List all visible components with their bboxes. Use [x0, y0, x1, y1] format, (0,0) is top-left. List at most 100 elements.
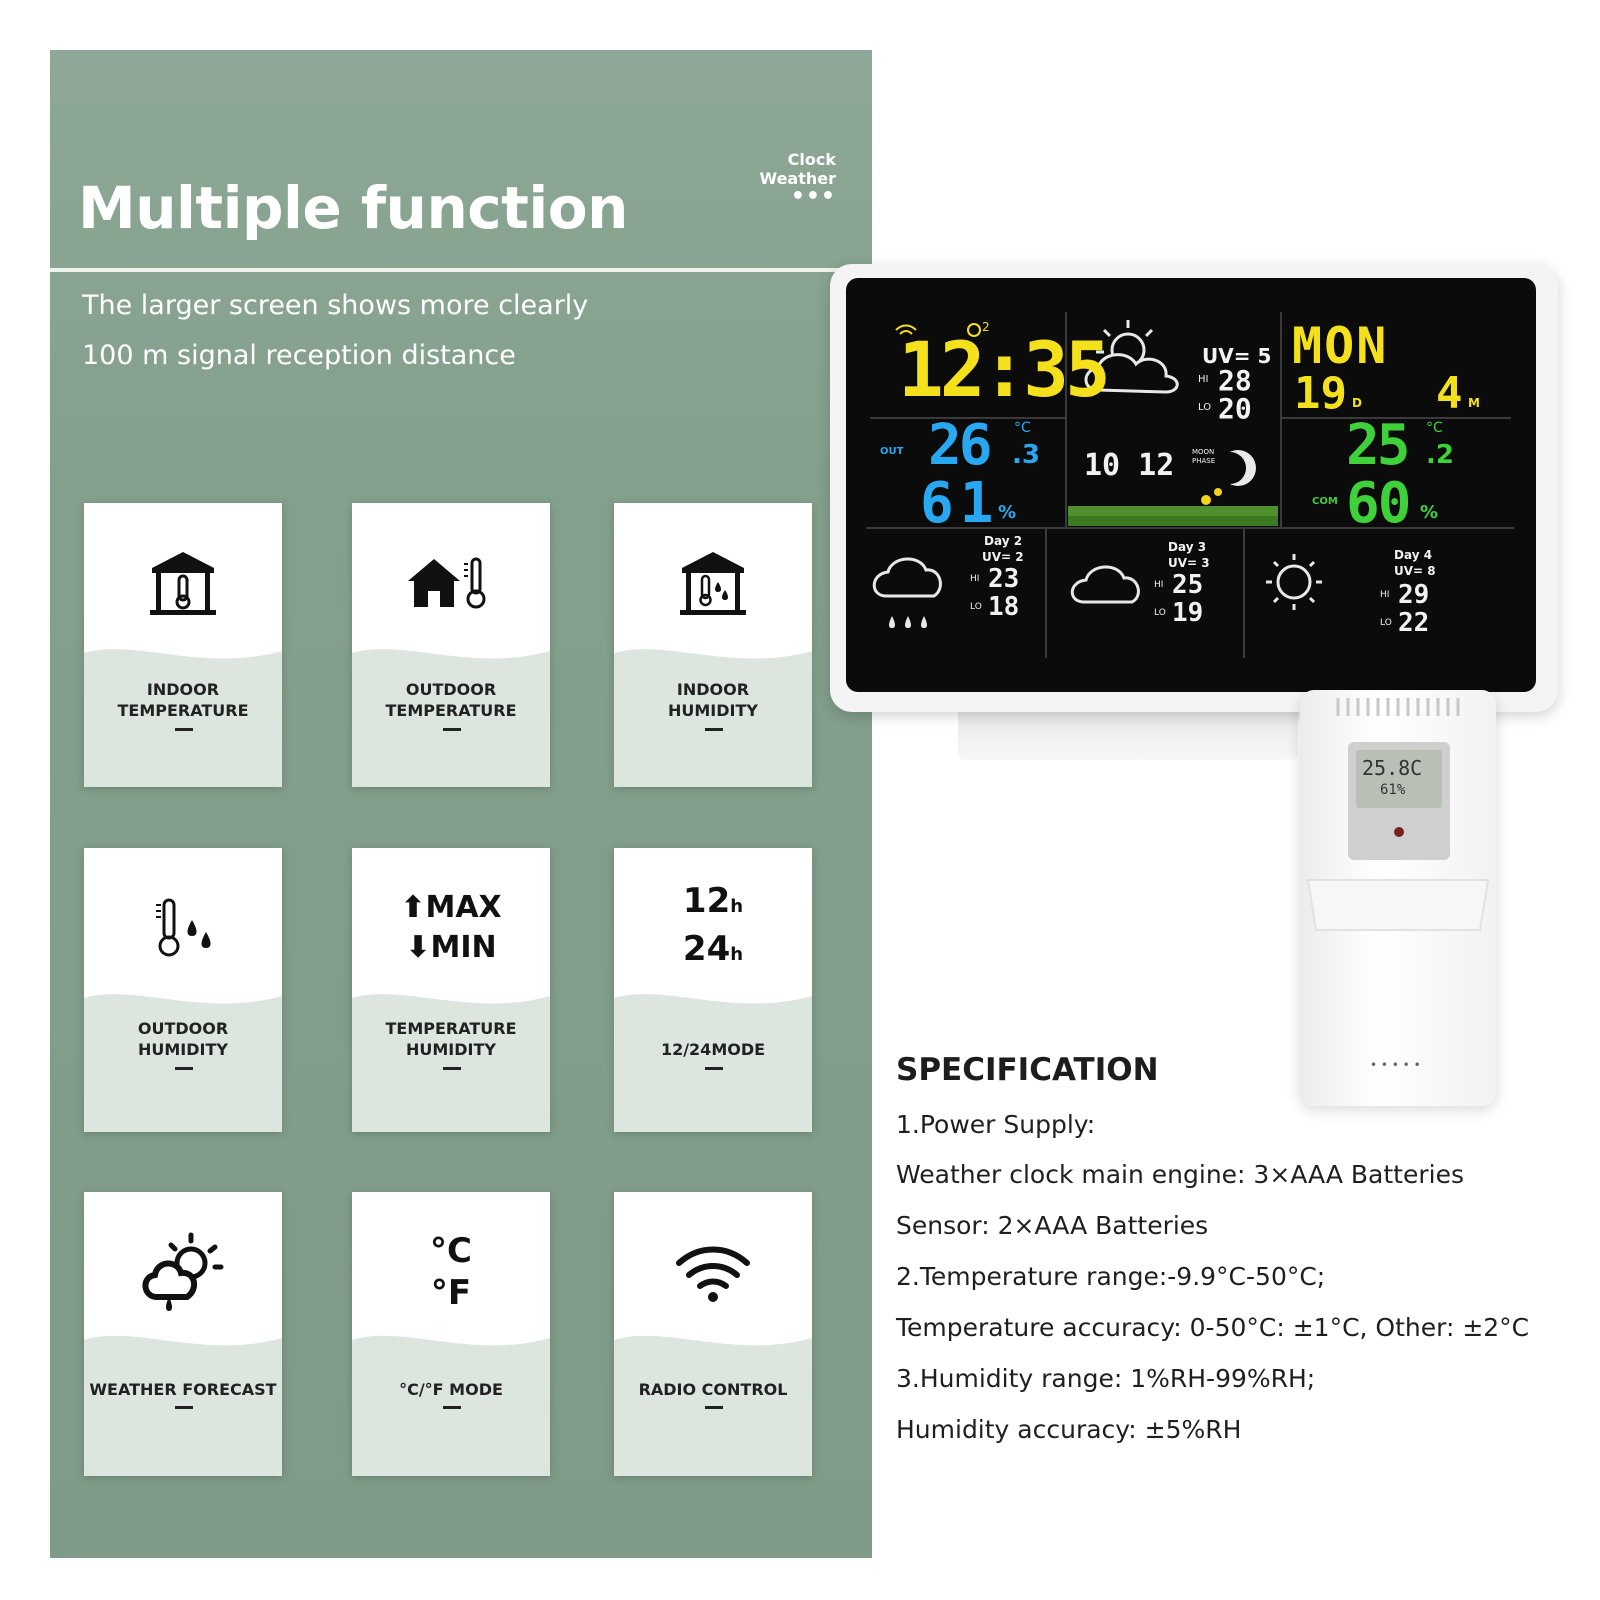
day3-lo: 19 [1172, 598, 1204, 628]
card-dash [705, 1406, 723, 1409]
card-dash [175, 1406, 193, 1409]
hour-unit: h [730, 944, 744, 965]
spec-line: Humidity accuracy: ±5%RH [896, 1415, 1242, 1444]
day2-lo: 18 [988, 592, 1020, 622]
spec-line: Sensor: 2×AAA Batteries [896, 1211, 1209, 1240]
comfort-label: COM [1312, 496, 1338, 507]
sun-cloud-rain-icon [84, 1222, 282, 1322]
card-wave [84, 649, 282, 787]
celsius-fahrenheit-icon: °C °F [352, 1222, 550, 1322]
card-wave [614, 994, 812, 1132]
spec-line: 2.Temperature range:-9.9°C-50°C; [896, 1262, 1326, 1291]
card-wave [352, 1335, 550, 1476]
weekday: MON [1292, 317, 1389, 375]
spec-line: 1.Power Supply: [896, 1110, 1096, 1139]
card-dash [705, 728, 723, 731]
card-dash [443, 728, 461, 731]
subtitle-2: 100 m signal reception distance [82, 340, 516, 371]
lo-label: LO [1198, 402, 1212, 413]
sensor-temp: 25.8C [1362, 756, 1423, 780]
date-month-unit: M [1468, 396, 1480, 410]
card-label-line-1: WEATHER FORECAST [89, 1380, 277, 1399]
subtitle-1: The larger screen shows more clearly [82, 290, 589, 321]
day3-uv: UV= 3 [1168, 556, 1210, 570]
sensor-humidity: 61% [1380, 782, 1406, 798]
card-label-line-1: RADIO CONTROL [638, 1380, 788, 1399]
feature-card-12-24-mode: 12h 24h 12/24MODE [614, 848, 812, 1132]
card-label-line-2: HUMIDITY [668, 701, 758, 720]
corner-line-1: Clock [787, 150, 836, 169]
up-arrow-icon: ⬆ [400, 890, 426, 925]
spec-line: 3.Humidity range: 1%RH-99%RH; [896, 1364, 1316, 1393]
sensor-body [1306, 698, 1490, 931]
corner-line-2: Weather [759, 169, 836, 188]
down-arrow-icon: ⬇ [405, 930, 431, 965]
outdoor-temp-decimal: .3 [1012, 440, 1040, 470]
indoor-temp-unit: °C [1426, 420, 1443, 436]
card-wave [614, 649, 812, 787]
alarm-number: 2 [982, 320, 990, 334]
card-wave [84, 1335, 282, 1476]
min-row: ⬇MIN [405, 928, 496, 968]
hi-now: 28 [1218, 364, 1252, 397]
feature-card-indoor-temperature: INDOOR TEMPERATURE [84, 503, 282, 787]
outdoor-temp: 26 [928, 413, 992, 478]
card-label-line-1: INDOOR [146, 680, 220, 699]
day2-lo-label: LO [970, 602, 982, 612]
day4-lo-label: LO [1380, 618, 1392, 628]
header-divider [50, 268, 872, 272]
indoor-temp-decimal: .2 [1426, 440, 1454, 470]
date-month: 4 [1436, 368, 1463, 419]
date-day-unit: D [1352, 396, 1362, 410]
indoor-humidity-icon [614, 533, 812, 633]
spec-line: Temperature accuracy: 0-50°C: ±1°C, Othe… [896, 1313, 1530, 1342]
day2-uv: UV= 2 [982, 550, 1024, 564]
out-label: OUT [880, 446, 904, 457]
thermometer-drops-icon [84, 878, 282, 978]
card-dash [443, 1067, 461, 1070]
indoor-humidity-unit: % [1420, 502, 1439, 523]
max-text: MAX [425, 890, 502, 925]
hour-24-text: 24 [682, 929, 731, 969]
day3-lo-label: LO [1154, 608, 1166, 618]
day4-lo: 22 [1398, 608, 1430, 638]
feature-card-max-min: ⬆MAX ⬇MIN TEMPERATURE HUMIDITY [352, 848, 550, 1132]
card-label-line-2: TEMPERATURE [117, 701, 249, 720]
max-row: ⬆MAX [400, 888, 501, 928]
device-screen: 12:35 2 OUT 26 .3 °C 61 % UV= 5 HI 28 LO… [846, 278, 1536, 692]
wifi-signal-icon [614, 1222, 812, 1322]
day3-hi-label: HI [1154, 580, 1164, 590]
corner-tag: Clock Weather ••• [759, 150, 836, 209]
outdoor-humidity-unit: % [998, 502, 1017, 523]
outdoor-temp-unit: °C [1014, 420, 1031, 436]
outdoor-sensor: 25.8C 61% • • • • • [1300, 690, 1496, 1106]
indoor-temp: 25 [1346, 413, 1410, 478]
card-label-line-2: HUMIDITY [406, 1040, 496, 1059]
outdoor-humidity: 61 [920, 471, 1000, 536]
hour-12-row: 12h [683, 880, 743, 928]
day3-hi: 25 [1172, 570, 1204, 600]
day4-hi-label: HI [1380, 590, 1390, 600]
card-dash [175, 728, 193, 731]
card-label-line-2: HUMIDITY [138, 1040, 228, 1059]
hour-unit: h [730, 896, 744, 917]
spec-line: Weather clock main engine: 3×AAA Batteri… [896, 1160, 1464, 1189]
day3-label: Day 3 [1168, 540, 1207, 554]
spec-title: SPECIFICATION [896, 1052, 1159, 1088]
feature-card-outdoor-humidity: OUTDOOR HUMIDITY [84, 848, 282, 1132]
day2-hi-label: HI [970, 574, 980, 584]
card-label-line-1: °C/°F MODE [399, 1380, 503, 1399]
corner-dots: ••• [790, 184, 836, 209]
sensor-dots: • • • • • [1370, 1058, 1421, 1072]
card-label-line-2: TEMPERATURE [385, 701, 517, 720]
feature-card-c-f-mode: °C °F °C/°F MODE [352, 1192, 550, 1476]
card-wave [352, 994, 550, 1132]
small-clock: 10 12 [1084, 448, 1175, 483]
card-label-line-1: OUTDOOR [405, 680, 497, 699]
day2-hi: 23 [988, 564, 1020, 594]
card-label-line-1: OUTDOOR [137, 1019, 229, 1038]
moon-phase-label: MOON PHASE [1192, 448, 1216, 465]
card-wave [84, 994, 282, 1132]
indoor-thermometer-icon [84, 533, 282, 633]
card-dash [175, 1067, 193, 1070]
